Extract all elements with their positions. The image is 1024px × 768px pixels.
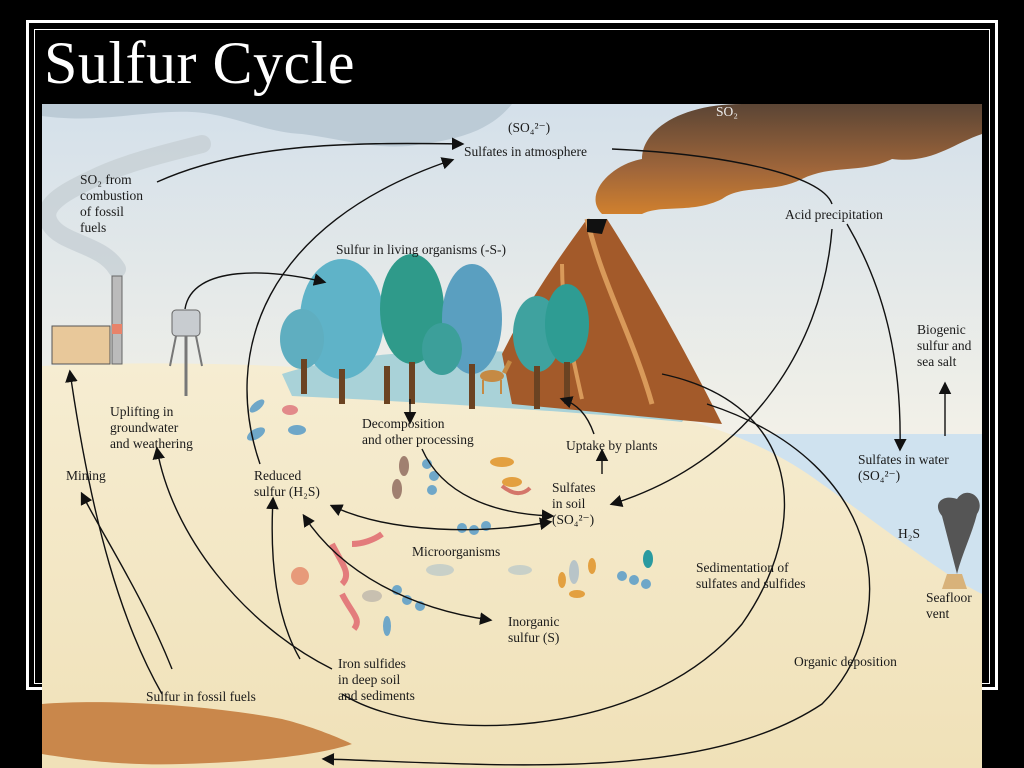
seafloor-vent (937, 492, 980, 589)
soil (42, 363, 982, 768)
arrow-sedimentation (341, 373, 786, 727)
factory-smoke (42, 135, 211, 278)
water-tower (169, 309, 203, 396)
arrow-iron-to-reduced (266, 496, 301, 660)
label-uplifting: Uplifting in groundwater and weathering (110, 404, 193, 451)
arrow-reduced-inorganic (302, 513, 493, 625)
arrow-organic-deposition (321, 403, 871, 766)
deer (480, 360, 512, 394)
volcano (502, 219, 722, 424)
label-reduced-sulfur: Reduced sulfur (H₂S) (254, 468, 320, 499)
label-microorganisms: Microorganisms (412, 544, 501, 559)
label-sulfates-atmosphere: Sulfates in atmosphere (464, 144, 587, 159)
forest (280, 254, 589, 409)
label-h2s: H₂S (898, 526, 920, 541)
label-biogenic: Biogenic sulfur and sea salt (917, 322, 972, 369)
arrow-acid-to-soil (609, 228, 833, 508)
label-fossil-fuels: Sulfur in fossil fuels (146, 689, 256, 704)
label-decomposition: Decomposition and other processing (362, 416, 474, 447)
factory (51, 275, 123, 365)
fossil-fuel-seam (42, 702, 352, 765)
arrow-reduced-to-atmosphere (246, 157, 455, 465)
label-sulfates-water: Sulfates in water (SO₄²⁻) (858, 452, 949, 483)
label-inorganic-sulfur: Inorganic sulfur (S) (508, 614, 560, 645)
arrow-water-tower-to-trees (184, 272, 327, 310)
label-seafloor-vent: Seafloor vent (926, 590, 972, 621)
arrow-uptake-to-trees (559, 396, 595, 435)
arrow-mining (65, 369, 163, 695)
arrow-mining-2 (80, 491, 173, 670)
label-so2-combustion: SO₂ from combustion of fossil fuels (80, 172, 143, 235)
label-sulfates-soil: Sulfates in soil (SO₄²⁻) (552, 480, 596, 527)
arrow-iron-to-uplifting (152, 446, 333, 670)
label-acid-precipitation: Acid precipitation (785, 207, 883, 222)
arrow-atmosphere-to-acid (611, 148, 833, 205)
arrow-acid-to-water (846, 223, 907, 452)
diagram-illustration (42, 104, 982, 768)
label-so2-volcano: SO₂ (716, 104, 738, 119)
sulfur-cycle-diagram: SO₂ (SO₄²⁻) Sulfates in atmosphere SO₂ f… (42, 104, 982, 768)
label-sedimentation: Sedimentation of sulfates and sulfides (696, 560, 806, 591)
cloud (42, 104, 512, 147)
label-mining: Mining (66, 468, 106, 483)
volcano-smoke (595, 104, 982, 214)
label-iron-sulfides: Iron sulfides in deep soil and sediments (338, 656, 415, 703)
arrow-combustion-to-atmosphere (156, 137, 465, 183)
label-organic-deposition: Organic deposition (794, 654, 897, 669)
slide-title: Sulfur Cycle (44, 30, 355, 96)
label-sulfur-living: Sulfur in living organisms (-S-) (336, 242, 506, 257)
label-uptake: Uptake by plants (566, 438, 658, 453)
cycle-arrows (65, 137, 952, 766)
label-so4-formula: (SO₄²⁻) (508, 120, 551, 135)
